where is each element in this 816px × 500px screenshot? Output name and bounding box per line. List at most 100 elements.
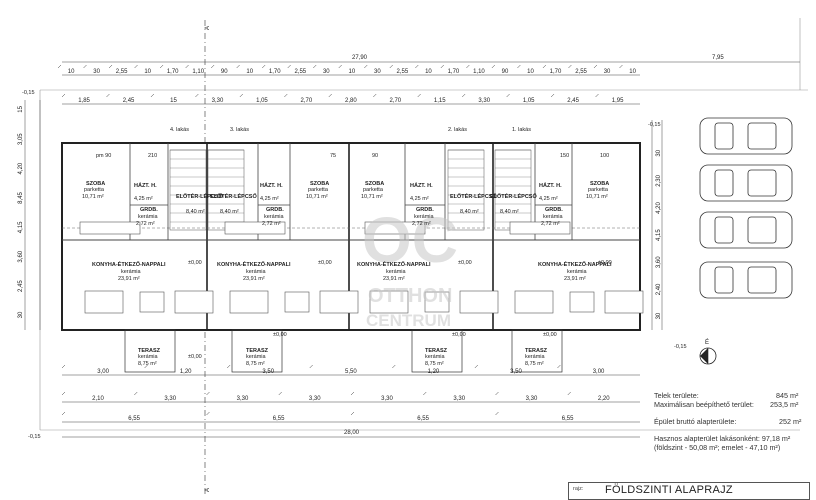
dim-tick — [466, 64, 470, 69]
stairs — [169, 149, 532, 231]
dim-tick — [550, 93, 555, 98]
dim-label: 3,30 — [526, 396, 538, 402]
dim-label: 30 — [323, 69, 330, 75]
dim-label: 3,30 — [381, 396, 393, 402]
dim-label: 3,30 — [164, 396, 176, 402]
dim-label: 2,55 — [575, 69, 587, 75]
room-name: ELŐTÉR-LÉPCSŐ — [450, 192, 497, 200]
dim-label: 1,70 — [448, 69, 460, 75]
drawing-title: FÖLDSZINTI ALAPRAJZ — [605, 484, 733, 496]
kitchen-unit — [174, 290, 214, 314]
elevation-label: ±0,00 — [318, 260, 332, 266]
dim-label: 2,55 — [397, 69, 409, 75]
dim-label: 30 — [656, 149, 662, 156]
room-name: SZOBA — [310, 181, 329, 187]
dim-tick — [61, 411, 66, 416]
dim-tick — [474, 364, 479, 369]
room-floor: kerámia — [425, 354, 446, 360]
small-label: 75 — [330, 153, 336, 159]
small-label: 90 — [372, 153, 378, 159]
dim-label: 3,30 — [212, 98, 224, 104]
car-body — [699, 261, 793, 299]
dining-table — [424, 291, 450, 313]
dim-label: 2,45 — [18, 280, 24, 292]
car-windshield — [714, 266, 734, 294]
dim-tick — [195, 93, 199, 98]
room-name: TERASZ — [138, 348, 161, 354]
dim-tick — [150, 93, 155, 98]
dim-label: 3,05 — [18, 133, 24, 145]
dining-table — [569, 291, 595, 313]
car-roof — [747, 266, 777, 294]
dim-tick — [542, 64, 547, 69]
room-name: ELŐTÉR-LÉPCSŐ — [210, 192, 257, 200]
dim-label: 3,60 — [18, 250, 24, 262]
dim-label: 6,55 — [417, 416, 429, 422]
wardrobe — [364, 221, 426, 235]
dim-label: 2,40 — [656, 283, 662, 295]
room-area: 2,72 m² — [412, 221, 431, 227]
dim-label: 6,55 — [562, 416, 574, 422]
room-area: 4,25 m² — [260, 196, 279, 202]
room-name: ELŐTÉR-LÉPCSŐ — [490, 192, 537, 200]
dim-tick — [506, 93, 510, 98]
dim-tick — [134, 64, 138, 69]
dim-label: 4,15 — [656, 229, 662, 241]
room-area: 10,71 m² — [361, 194, 383, 200]
dim-label: 15 — [18, 105, 24, 112]
dim-label: 10 — [629, 69, 636, 75]
sofa — [369, 290, 409, 314]
room-floor: parketta — [363, 187, 384, 193]
stair-outline — [169, 149, 207, 231]
dim-tick — [309, 364, 313, 369]
room-floor: kerámia — [138, 214, 159, 220]
section-label-bottom: A — [205, 488, 211, 492]
room-area: 4,25 m² — [410, 196, 429, 202]
dining-table — [284, 291, 310, 313]
room-floor: kerámia — [246, 354, 267, 360]
dim-label: 3,50 — [510, 369, 522, 375]
sofa — [84, 290, 124, 314]
car-icon — [699, 164, 793, 202]
dim-label: 10 — [68, 69, 75, 75]
dim-label: 1,10 — [192, 69, 204, 75]
elevation-label: ±0,00 — [458, 260, 472, 266]
small-label: 150 — [560, 153, 569, 159]
dim-label: 3,30 — [237, 396, 249, 402]
dim-label: 1,05 — [523, 98, 535, 104]
room-area: 8,40 m² — [460, 209, 479, 215]
dim-tick — [284, 93, 288, 98]
elevation-label: ±0,00 — [452, 332, 466, 338]
dim-tick — [491, 64, 496, 69]
dim-label: 1,95 — [612, 98, 624, 104]
info-block: Telek területe: 845 m² Maximálisan beépí… — [654, 391, 802, 452]
room-area: 2,72 m² — [541, 221, 560, 227]
dim-tick — [423, 391, 427, 396]
dim-label: 2,30 — [656, 174, 662, 186]
dim-label: 10 — [527, 69, 534, 75]
elevation-label: ±0,00 — [598, 260, 612, 266]
dim-tick — [206, 391, 210, 396]
dim-label: 10 — [425, 69, 432, 75]
dim-tick — [278, 391, 282, 396]
dim-label: 90 — [502, 69, 509, 75]
dim-bottom-total: 28,00 — [344, 430, 360, 436]
room-area: 8,75 m² — [246, 361, 265, 367]
room-area: 8,75 m² — [425, 361, 444, 367]
room-name: KONYHA-ÉTKEZŐ-NAPPALI — [92, 260, 166, 268]
room-area: 4,25 m² — [134, 196, 153, 202]
room-area: 8,40 m² — [500, 209, 519, 215]
dim-label: 2,20 — [598, 396, 610, 402]
small-label: pm 90 — [96, 153, 111, 159]
room-area: 8,40 m² — [220, 209, 239, 215]
dim-tick — [328, 93, 332, 98]
room-floor: kerámia — [567, 269, 588, 275]
room-area: 4,25 m² — [539, 196, 558, 202]
dim-label: 4,20 — [18, 162, 24, 174]
